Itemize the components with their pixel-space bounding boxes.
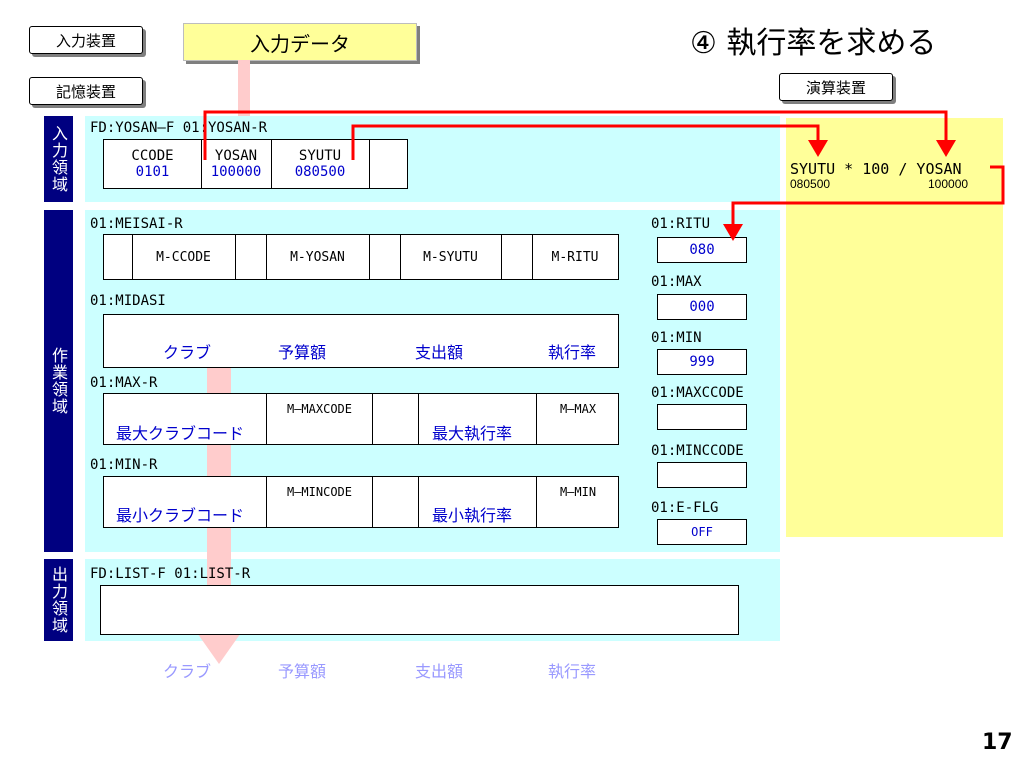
storage-device-label: 記憶装置 xyxy=(29,77,143,105)
max-r-spacer xyxy=(371,394,419,444)
output-header-budget: 予算額 xyxy=(278,662,327,681)
output-header-club: クラブ xyxy=(163,662,212,681)
m-yosan-text: M-YOSAN xyxy=(290,249,345,265)
e-flg-value: OFF xyxy=(691,525,713,539)
min-value: 999 xyxy=(689,354,715,370)
page-title: ④ 執行率を求める xyxy=(690,26,937,61)
meisai-spacer-3 xyxy=(369,235,401,279)
meisai-label: 01:MEISAI-R xyxy=(90,216,183,232)
max-club-code-label: 最大クラブコード xyxy=(116,424,245,443)
m-maxcode-text: M—MAXCODE xyxy=(286,402,353,416)
m-ritu-text: M-RITU xyxy=(551,249,599,265)
m-ccode-field: M-CCODE xyxy=(132,235,236,279)
calc-yosan-value: 100000 xyxy=(928,177,969,191)
page-number: 17 xyxy=(982,730,1013,755)
e-flg-value-box: OFF xyxy=(657,519,747,545)
maxccode-label: 01:MAXCCODE xyxy=(651,385,744,401)
storage-device-text: 記憶装置 xyxy=(55,82,116,101)
input-region-text: 入力領域 xyxy=(49,125,68,193)
min-r-record: M—MINCODE M—MIN xyxy=(103,476,619,528)
m-min-text: M—MIN xyxy=(559,485,597,499)
input-device-text: 入力装置 xyxy=(55,31,116,50)
ritu-value-box: 080 xyxy=(657,237,747,263)
midasi-record xyxy=(103,314,619,368)
min-label: 01:MIN xyxy=(651,330,702,346)
midasi-club: クラブ xyxy=(163,343,212,362)
max-label: 01:MAX xyxy=(651,274,702,290)
input-device-label: 入力装置 xyxy=(29,26,143,54)
yosan-name: YOSAN xyxy=(214,148,258,164)
output-region-text: 出力領域 xyxy=(49,566,68,634)
minccode-value-box xyxy=(657,462,747,488)
calc-syutu-value: 080500 xyxy=(790,177,831,191)
meisai-spacer-4 xyxy=(501,235,533,279)
input-region-label: 入力領域 xyxy=(44,116,73,202)
min-r-spacer xyxy=(371,477,419,527)
alu-device-label: 演算装置 xyxy=(779,73,893,101)
midasi-label: 01:MIDASI xyxy=(90,293,166,309)
maxccode-value-box xyxy=(657,404,747,430)
meisai-record: M-CCODE M-YOSAN M-SYUTU M-RITU xyxy=(103,234,619,280)
midasi-rate: 執行率 xyxy=(548,343,597,362)
min-value-box: 999 xyxy=(657,349,747,375)
ccode-value: 0101 xyxy=(135,164,170,180)
midasi-spent: 支出額 xyxy=(415,343,464,362)
ritu-label: 01:RITU xyxy=(651,216,711,232)
meisai-spacer-1 xyxy=(104,235,133,279)
ritu-value: 080 xyxy=(689,242,715,258)
syutu-value: 080500 xyxy=(294,164,346,180)
syutu-name: SYUTU xyxy=(298,148,342,164)
m-max-text: M—MAX xyxy=(559,402,597,416)
max-value-box: 000 xyxy=(657,294,747,320)
output-header-rate: 執行率 xyxy=(548,662,597,681)
m-syutu-text: M-SYUTU xyxy=(423,249,478,265)
work-region-label: 作業領域 xyxy=(44,210,73,552)
m-ritu-field: M-RITU xyxy=(532,235,618,279)
min-club-code-label: 最小クラブコード xyxy=(116,506,245,525)
output-record xyxy=(100,585,739,635)
m-ccode-text: M-CCODE xyxy=(156,249,211,265)
output-header-spent: 支出額 xyxy=(415,662,464,681)
m-max-field: M—MAX xyxy=(536,394,619,444)
m-mincode-field: M—MINCODE xyxy=(266,477,373,527)
midasi-budget: 予算額 xyxy=(278,343,327,362)
yosan-value: 100000 xyxy=(210,164,262,180)
m-maxcode-field: M—MAXCODE xyxy=(266,394,373,444)
e-flg-label: 01:E-FLG xyxy=(651,500,719,516)
min-rate-label: 最小執行率 xyxy=(432,506,513,525)
max-rate-label: 最大執行率 xyxy=(432,424,513,443)
input-flow-arrow xyxy=(238,60,250,116)
output-region-label: 出力領域 xyxy=(44,559,73,641)
max-r-label: 01:MAX-R xyxy=(90,375,158,391)
m-min-field: M—MIN xyxy=(536,477,619,527)
m-syutu-field: M-SYUTU xyxy=(400,235,502,279)
input-file-label: FD:YOSAN—F 01:YOSAN-R xyxy=(90,120,268,136)
input-data-text: 入力データ xyxy=(250,31,350,56)
meisai-spacer-2 xyxy=(235,235,267,279)
alu-device-text: 演算装置 xyxy=(805,78,866,97)
work-region-text: 作業領域 xyxy=(49,347,68,415)
max-value: 000 xyxy=(689,299,715,315)
output-file-label: FD:LIST-F 01:LIST-R xyxy=(90,566,251,582)
max-r-record: M—MAXCODE M—MAX xyxy=(103,393,619,445)
minccode-label: 01:MINCCODE xyxy=(651,443,744,459)
input-data-label: 入力データ xyxy=(183,23,417,61)
calc-formula: SYUTU * 100 / YOSAN xyxy=(790,160,962,178)
m-mincode-text: M—MINCODE xyxy=(286,485,353,499)
ccode-name: CCODE xyxy=(131,148,174,164)
m-yosan-field: M-YOSAN xyxy=(266,235,370,279)
min-r-label: 01:MIN-R xyxy=(90,457,158,473)
